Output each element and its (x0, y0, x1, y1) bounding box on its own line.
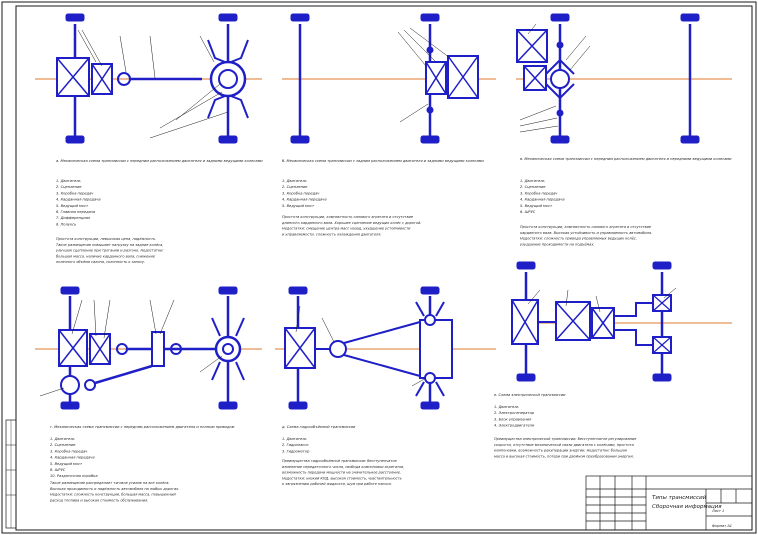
scheme-c (516, 13, 732, 144)
legend-item: 2. Гидронасос (282, 443, 309, 447)
scheme-caption: в. Механическая схема трансмиссии с пере… (520, 157, 732, 161)
description-line: полезного объёма салона, склонность к за… (56, 260, 145, 264)
legend-item: 1. Двигатель (50, 437, 75, 441)
legend-item: 10. Раздаточная коробка (50, 474, 98, 478)
sheet-frame (15, 5, 753, 531)
description-line: масса и высокая стоимость, потери при дв… (494, 454, 634, 458)
description-line: улучшая сцепление при трогании и разгоне… (55, 249, 164, 253)
legend-item: 4. Карданная передача (50, 456, 95, 460)
description-line: скорости, отсутствие механической связи … (494, 443, 634, 447)
scheme-g (35, 286, 262, 410)
description-line: большая масса, наличие карданного вала, … (56, 254, 155, 258)
legend-item: 2. Сцепление (50, 443, 76, 447)
scheme-b (282, 13, 496, 144)
description-line: Недостатки: низкий КПД, высокая стоимост… (282, 476, 402, 480)
legend-item: 2. Электрогенератор (494, 411, 535, 415)
description-line: и управляемости, сложность охлаждения дв… (282, 232, 381, 236)
description-line: компоновки, возможность рекуперации энер… (494, 449, 627, 453)
legend-item: 6. ШРУС (520, 210, 536, 214)
legend-item: 1. Двигатель (520, 179, 545, 183)
description-line: Недостатки: сложность привода управляемы… (520, 237, 637, 241)
legend-item: 2. Сцепление (520, 185, 546, 189)
description-line: Недостатки: смещение центра масс назад, … (282, 227, 411, 231)
title-block (585, 475, 753, 531)
scheme-a-leaders (77, 29, 229, 139)
scheme-g-leaders (39, 299, 223, 397)
scheme-caption: б. Механическая схема трансмиссии с задн… (282, 159, 484, 163)
description-line: Высокая проходимость и надёжность автомо… (50, 487, 179, 491)
description-line: Простота конструкции, компактность силов… (282, 215, 413, 219)
legend-item: 3. Коробка передач (282, 191, 319, 195)
scheme-e (511, 261, 732, 382)
scheme-caption: а. Механическая схема трансмиссии с пере… (56, 159, 263, 163)
legend-item: 5. Ведущий мост (50, 462, 83, 466)
description-line: Простота конструкции, невысокая цена, на… (56, 237, 156, 241)
legend-item: 1. Двигатель (282, 437, 307, 441)
legend-item: 5. Ведущий мост (282, 204, 315, 208)
legend-item: 4. Карданная передача (56, 198, 101, 202)
description-line: к загрязнению рабочей жидкости, шум при … (282, 482, 392, 486)
legend-item: 3. Коробка передач (50, 449, 87, 453)
description-line: Такое размещение повышает нагрузку на за… (56, 243, 163, 247)
legend-item: 8. Полуось (56, 222, 76, 226)
scheme-caption: д. Схема гидрообъёмной трансмиссии (281, 425, 356, 429)
legend-item: 3. Коробка передач (56, 191, 93, 195)
format-label: Формат А1 (712, 524, 732, 528)
description-line: ухудшение проходимости на подъёмах. (519, 242, 595, 246)
legend-item: 4. Электродвигатели (494, 424, 535, 428)
description-line: возможность передачи мощности на значите… (282, 471, 401, 475)
scheme-b-leaders (397, 27, 451, 123)
legend-item: 5. Ведущий мост (56, 204, 89, 208)
scheme-caption: е. Схема электрической трансмиссии (494, 393, 566, 397)
description-line: карданного вала. Высокая устойчивость и … (520, 231, 652, 235)
scheme-caption: г. Механическая схема трансмиссии с пере… (50, 425, 235, 429)
description-line: Преимущества гидрообъёмной трансмиссии: … (282, 459, 397, 463)
title-line-1: Типы трансмиссий (652, 495, 707, 501)
legend-item: 2. Сцепление (282, 185, 308, 189)
scheme-c-leaders (519, 23, 591, 133)
legend-item: 4. Карданная передача (520, 198, 565, 202)
scheme-e-leaders (527, 287, 677, 313)
description-line: Недостатки: сложность конструкции, больш… (50, 493, 176, 497)
description-line: Преимущества электрической трансмиссии: … (494, 437, 636, 441)
description-line: расход топлива и высокая стоимость обслу… (49, 498, 148, 502)
description-line: длинного карданного вала. Хорошее сцепле… (281, 221, 421, 225)
scheme-d-leaders (295, 305, 427, 387)
legend-item: 1. Двигатель (56, 179, 81, 183)
legend-item: 3. Блок управления (494, 417, 532, 421)
title-line-2: Сборочная информация (652, 504, 722, 510)
legend-item: 2. Сцепление (56, 185, 82, 189)
legend-item: 5. Ведущий мост (520, 204, 553, 208)
legend-item: 4. Карданная передача (282, 198, 327, 202)
text-layer: а. Механическая схема трансмиссии с пере… (49, 157, 732, 502)
legend-item: 3. Коробка передач (520, 191, 557, 195)
scheme-d (275, 286, 496, 410)
legend-item: 1. Двигатель (494, 405, 519, 409)
legend-item: 1. Двигатель (282, 179, 307, 183)
legend-item: 6. Главная передача (56, 210, 95, 214)
sheet-label: Лист 1 (711, 509, 724, 513)
scheme-a (35, 13, 262, 144)
legend-item: 3. Гидромотор (282, 449, 310, 453)
description-line: Такое размещение распределяет тяговое ус… (50, 481, 170, 485)
legend-item: 7. Дифференциал (56, 216, 91, 220)
side-stamp (5, 419, 17, 529)
description-line: Простота конструкции, компактность силов… (520, 225, 651, 229)
legend-item: 6. ШРУС (50, 468, 66, 472)
description-line: изменение передаточного числа, свобода к… (282, 465, 404, 469)
